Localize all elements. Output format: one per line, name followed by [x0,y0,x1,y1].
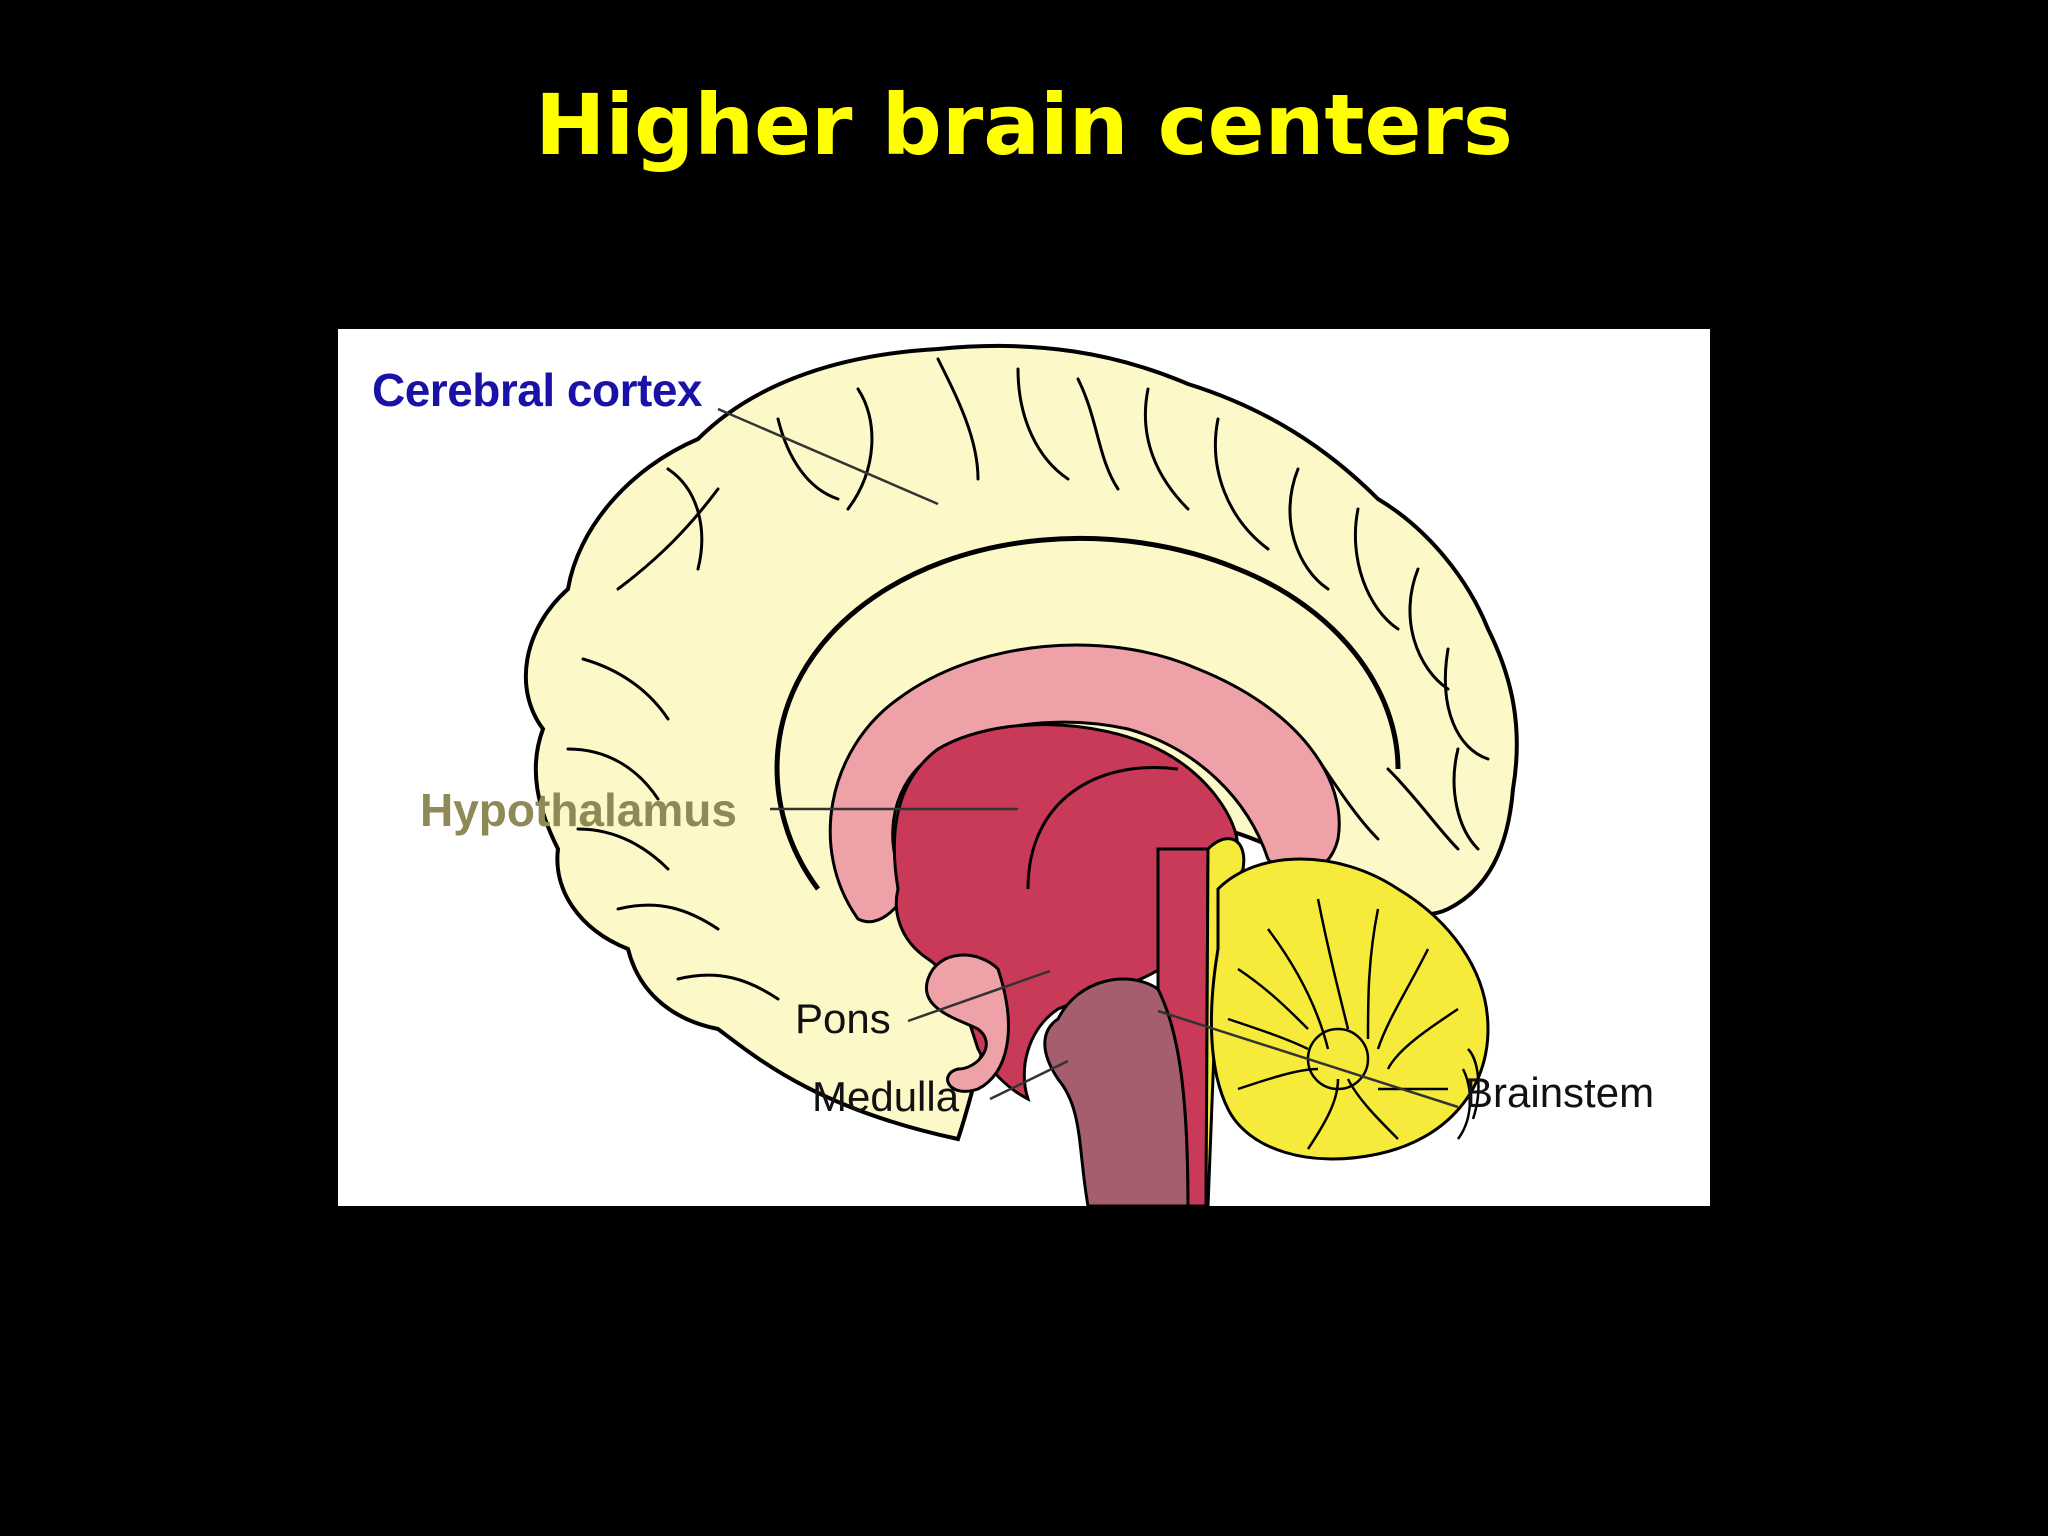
leader-medulla [989,1059,1069,1101]
leader-cortex [717,407,939,506]
medulla-label: Medulla [812,1073,960,1120]
leader-lines [717,407,1459,1109]
brainstem-label: Brainstem [1465,1069,1655,1116]
cerebellum [1209,857,1490,1161]
brainstem-posterior [1156,847,1210,1206]
slide-title: Higher brain centers [535,76,1513,174]
hypothalamus-region [924,953,1010,1093]
cerebral-cortex-label: Cerebral cortex [372,364,703,416]
leader-brainstem [1157,1009,1459,1109]
pons-label: Pons [795,995,891,1042]
brain-diagram: Cerebral cortex Hypothalamus Pons Medull… [338,329,1710,1206]
cingulate-sulcus [774,536,1401,891]
brain-illustration [523,343,1519,1206]
leader-pons [907,969,1051,1023]
hypothalamus-label: Hypothalamus [420,784,737,836]
fornix [1026,766,1179,890]
